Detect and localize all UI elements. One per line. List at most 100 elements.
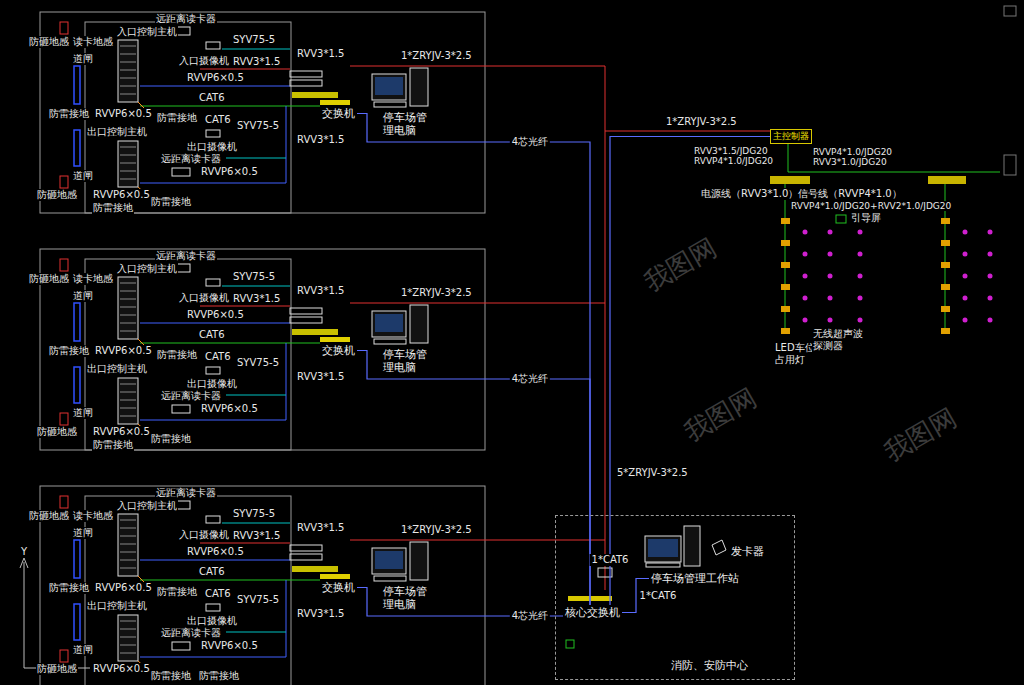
cable-label: RVVP4*1.0/JDG20+RVV2*1.0/JDG20 xyxy=(790,201,952,211)
cable-label: SYV75-5 xyxy=(236,594,280,606)
device-label: 入口控制主机 xyxy=(116,26,178,38)
device-label: 出口控制主机 xyxy=(86,363,148,375)
device-label: 远距离读卡器 xyxy=(155,13,217,25)
cable-label: CAT6 xyxy=(204,351,232,363)
cable-label: RVV3*1.5 xyxy=(296,522,345,534)
cable-label: 1*ZRYJV-3*2.5 xyxy=(665,116,738,128)
device-label: 读卡地感 xyxy=(72,273,114,285)
grounding-label: 防雷接地 xyxy=(156,586,198,598)
cable-label: RVV3*1.5 xyxy=(296,608,345,620)
device-label: 远距离读卡器 xyxy=(160,627,222,639)
core-switch: 核心交换机 xyxy=(563,605,622,620)
device-label: 出口控制主机 xyxy=(86,126,148,138)
cable-label: RVVP6×0.5 xyxy=(200,403,259,415)
device-label: 道闸 xyxy=(72,644,94,656)
cable-label: RVVP6×0.5 xyxy=(200,166,259,178)
cable-label: 4芯光纤 xyxy=(510,610,550,622)
device-label: LED车位占用灯 xyxy=(774,342,816,366)
cable-label: RVVP6×0.5 xyxy=(92,426,151,438)
cable-label: RVVP6×0.5 xyxy=(94,345,153,357)
cable-label: RVVP6×0.5 xyxy=(186,72,245,84)
device-label: 远距离读卡器 xyxy=(160,390,222,402)
node-text: 停车场管理电脑 xyxy=(383,585,429,611)
cable-label: RVV3*1.5 xyxy=(296,48,345,60)
cable-label: 5*ZRYJV-3*2.5 xyxy=(616,467,689,479)
cable-label: RVVP6×0.5 xyxy=(92,189,151,201)
node-text: 核心交换机 xyxy=(565,606,620,619)
scrollbar xyxy=(1004,6,1016,175)
guidance-system xyxy=(770,144,1000,334)
device-label: 道闸 xyxy=(72,53,94,65)
grounding-label: 防雷接地 xyxy=(156,112,198,124)
grounding-label: 防雷接地 xyxy=(156,349,198,361)
cable-label: SYV75-5 xyxy=(232,508,276,520)
cable-label: RVVP4*1.0/JDG20 xyxy=(693,156,774,166)
cable-label: 1*ZRYJV-3*2.5 xyxy=(400,287,473,299)
parking-computer: 停车场管理电脑 xyxy=(381,347,431,375)
device-label: 读卡地感 xyxy=(72,36,114,48)
watermark: 我图网 xyxy=(638,232,722,298)
device-label: 远距离读卡器 xyxy=(155,487,217,499)
cable-label: SYV75-5 xyxy=(232,34,276,46)
device-label: 道闸 xyxy=(72,527,94,539)
node-text: 停车场管理电脑 xyxy=(383,111,429,137)
device-label: 道闸 xyxy=(72,290,94,302)
watermark: 我图网 xyxy=(878,402,962,468)
network-switch: 交换机 xyxy=(320,580,357,595)
cable-label: RVV3*1.5 xyxy=(232,56,281,68)
device-label: 道闸 xyxy=(72,407,94,419)
cable-label: RVVP6×0.5 xyxy=(92,663,151,675)
cable-label: SYV75-5 xyxy=(236,357,280,369)
cable-label: RVV3*1.5 xyxy=(232,293,281,305)
grounding-label: 防雷接地 xyxy=(92,202,134,214)
device-label: 入口摄像机 xyxy=(178,55,230,67)
cable-label: RVV3*1.5 xyxy=(232,530,281,542)
node-text: 交换机 xyxy=(322,344,355,357)
cable-label: CAT6 xyxy=(204,114,232,126)
node-text: 停车场管理工作站 xyxy=(651,572,739,585)
cable-label: RVVP4*1.0/JDG20 xyxy=(812,147,893,157)
grounding-label: 防雷接地 xyxy=(48,582,90,594)
main-controller: 主控制器 xyxy=(770,129,812,144)
cable-label: RVVP6×0.5 xyxy=(186,309,245,321)
grounding-label: 防雷接地 xyxy=(150,196,192,208)
group-one xyxy=(40,12,605,213)
cable-label: 4芯光纤 xyxy=(510,136,550,148)
cable-label: SYV75-5 xyxy=(232,271,276,283)
axis-label: Y xyxy=(20,546,28,558)
cable-label: RVV3*1.5 xyxy=(296,371,345,383)
node-text: 主控制器 xyxy=(773,131,809,142)
cable-label: RVV3*1.5/JDG20 xyxy=(693,146,769,156)
cable-label: RVVP6×0.5 xyxy=(186,546,245,558)
device-label: 引导屏 xyxy=(850,212,882,224)
device-label: 防砸地感 xyxy=(36,663,78,675)
grounding-label: 防雷接地 xyxy=(48,108,90,120)
parking-computer: 停车场管理电脑 xyxy=(381,110,431,138)
cable-note: 电源线（RVV3*1.0）信号线（RVVP4*1.0） xyxy=(700,188,903,200)
node-text: 消防、安防中心 xyxy=(671,659,748,672)
cable-label: CAT6 xyxy=(198,566,226,578)
device-label: 入口控制主机 xyxy=(116,500,178,512)
device-label: 出口摄像机 xyxy=(186,378,238,390)
parking-computer: 停车场管理电脑 xyxy=(381,584,431,612)
management-workstation: 停车场管理工作站 xyxy=(649,571,741,586)
device-label: 入口控制主机 xyxy=(116,263,178,275)
watermark: 我图网 xyxy=(678,382,762,448)
grounding-label: 防雷接地 xyxy=(150,433,192,445)
group-two xyxy=(40,249,605,450)
device-label: 出口控制主机 xyxy=(86,600,148,612)
node-text: 交换机 xyxy=(322,581,355,594)
device-label: 远距离读卡器 xyxy=(155,250,217,262)
cable-label: CAT6 xyxy=(198,92,226,104)
cable-label: RVV3*1.5 xyxy=(296,134,345,146)
cable-label: 1*ZRYJV-3*2.5 xyxy=(400,50,473,62)
device-label: 远距离读卡器 xyxy=(160,153,222,165)
grounding-label: 防雷接地 xyxy=(48,345,90,357)
node-text: 发卡器 xyxy=(731,545,764,558)
device-label: 防砸地感 xyxy=(28,510,70,522)
device-label: 防砸地感 xyxy=(36,426,78,438)
network-switch: 交换机 xyxy=(320,106,357,121)
grounding-label: 防雷接地 xyxy=(150,670,192,682)
device-label: 出口摄像机 xyxy=(186,615,238,627)
